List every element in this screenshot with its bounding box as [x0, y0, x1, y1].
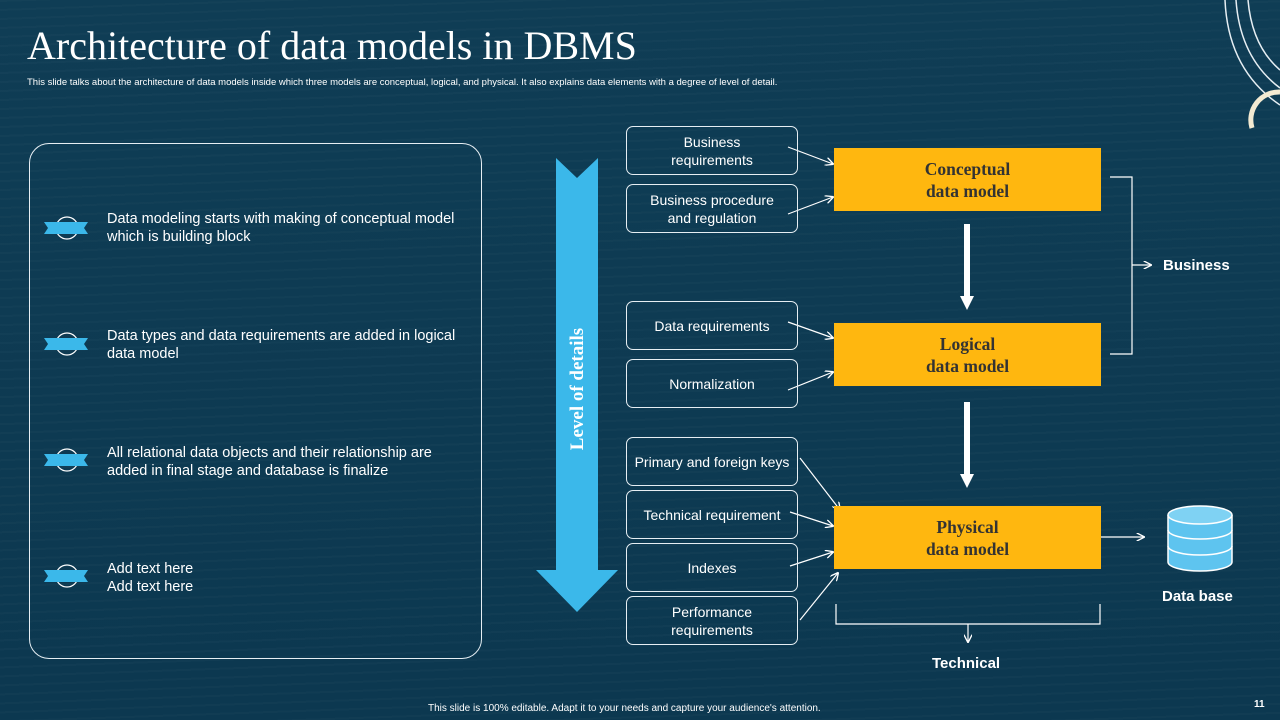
ribbon-bullet-icon [44, 216, 88, 240]
primary-foreign-keys-box: Primary and foreign keys [626, 437, 798, 486]
bullet-text: All relational data objects and their re… [107, 445, 432, 479]
level-of-details-arrow [536, 158, 618, 612]
technical-requirement-box: Technical requirement [626, 490, 798, 539]
ribbon-bullet-icon [44, 564, 88, 588]
connector-line [787, 372, 833, 391]
bullet-text: Add text here Add text here [107, 561, 194, 595]
flow-arrow-head [960, 474, 974, 488]
data-requirements-box: Data requirements [626, 301, 798, 350]
footer-note: This slide is 100% editable. Adapt it to… [428, 703, 821, 714]
conceptual-model-box: Conceptual data model [834, 148, 1101, 211]
indexes-box: Indexes [626, 543, 798, 592]
technical-bracket [835, 604, 1101, 625]
business-bracket [1110, 176, 1133, 355]
bullet-text: Data modeling starts with making of conc… [107, 211, 455, 245]
level-of-details-label: Level of details [567, 327, 588, 451]
connector-line [787, 321, 833, 338]
ribbon-bullet-icon [44, 332, 88, 356]
corner-arc [1247, 0, 1280, 71]
technical-label: Technical [932, 655, 1001, 672]
database-label: Data base [1162, 588, 1233, 605]
notes-panel [29, 143, 482, 659]
logical-model-box: Logical data model [834, 323, 1101, 386]
ribbon-bullet-icon [44, 448, 88, 472]
connector-line [787, 146, 833, 164]
database-icon [1167, 505, 1233, 572]
bullet-text: Data types and data requirements are add… [107, 328, 456, 362]
connector-line [799, 457, 840, 510]
flow-arrow-shaft [964, 224, 970, 298]
corner-arc [1235, 0, 1280, 89]
performance-requirements-box: Performance requirements [626, 596, 798, 645]
slide-title: Architecture of data models in DBMS [27, 23, 637, 68]
connector-line [787, 197, 833, 215]
page-number: 11 [1254, 699, 1265, 710]
business-procedure-box: Business procedure and regulation [626, 184, 798, 233]
physical-model-box: Physical data model [834, 506, 1101, 569]
business-requirements-box: Business requirements [626, 126, 798, 175]
flow-arrow-head [960, 296, 974, 310]
flow-arrow-shaft [964, 402, 970, 476]
corner-arc [1224, 0, 1280, 106]
connector-line [799, 573, 838, 621]
normalization-box: Normalization [626, 359, 798, 408]
corner-ring [1248, 89, 1280, 129]
slide-subtitle: This slide talks about the architecture … [27, 77, 778, 88]
business-label: Business [1163, 257, 1230, 274]
